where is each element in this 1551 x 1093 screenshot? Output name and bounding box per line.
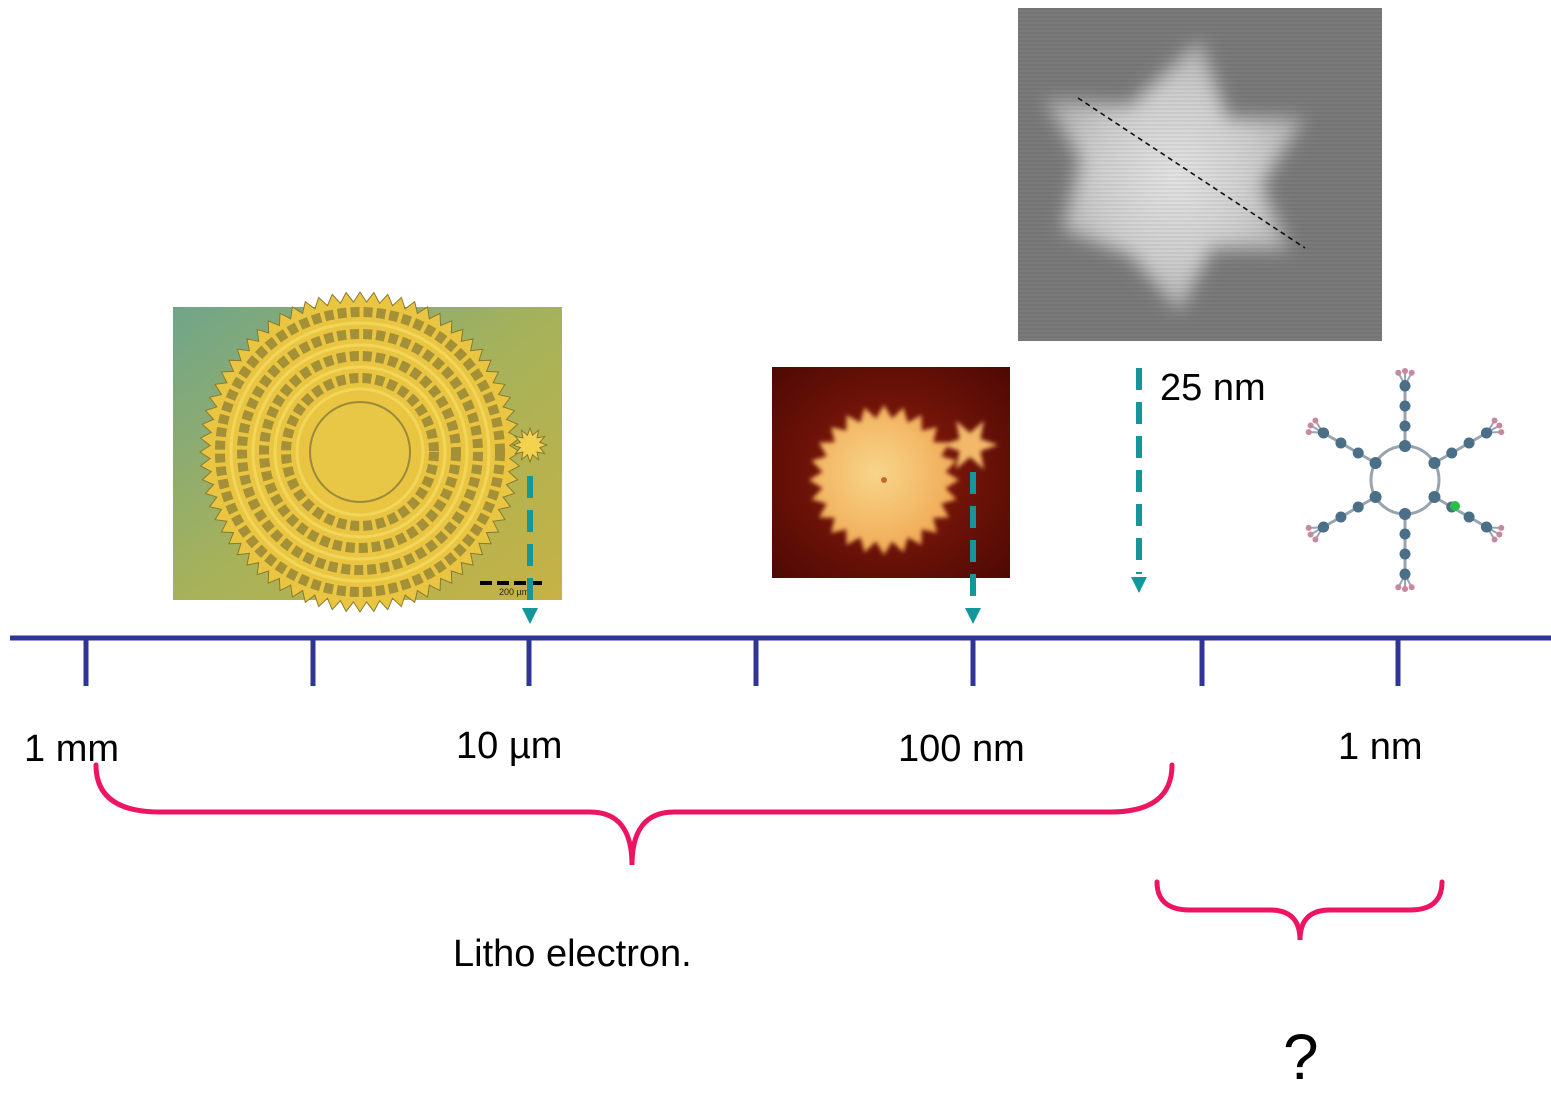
carbon-atom — [1428, 457, 1440, 469]
label-100nm: 100 nm — [898, 730, 1025, 768]
hydrogen-atom — [1312, 536, 1318, 542]
gear-hub — [310, 402, 410, 502]
molecule-ball-stick-model-image — [1306, 368, 1505, 592]
hydrogen-atom — [1395, 584, 1401, 590]
carbon-atom — [1353, 448, 1364, 459]
hydrogen-atom — [1498, 525, 1504, 531]
scale-axis — [10, 638, 1551, 686]
carbon-atom — [1318, 428, 1328, 438]
arrow-25nm — [1131, 368, 1147, 593]
carbon-atom — [1399, 508, 1411, 520]
label-25nm: 25 nm — [1160, 369, 1266, 407]
label-1mm: 1 mm — [24, 730, 119, 768]
carbon-atom — [1370, 457, 1382, 469]
svg-text:200 µm: 200 µm — [499, 587, 529, 597]
carbon-atom — [1428, 491, 1440, 503]
hydrogen-atom — [1402, 586, 1408, 592]
carbon-atom — [1353, 502, 1364, 513]
litho-range-brace — [96, 765, 1172, 865]
hydrogen-atom — [1498, 429, 1504, 435]
hydrogen-atom — [1496, 423, 1502, 429]
arm-bond — [1323, 433, 1376, 464]
hydrogen-atom — [1306, 429, 1312, 435]
unknown-range-brace — [1157, 882, 1442, 940]
arm-bond — [1323, 497, 1376, 528]
label-10um: 10 µm — [456, 727, 562, 765]
hydrogen-atom — [1312, 418, 1318, 424]
hydrogen-atom — [1409, 370, 1415, 376]
hydrogen-atom — [1306, 525, 1312, 531]
hydrogen-atom — [1496, 532, 1502, 538]
litho-electron-label: Litho electron. — [453, 935, 692, 973]
carbon-atom — [1399, 440, 1411, 452]
star-molecule-stm-image — [1018, 8, 1382, 341]
carbon-atom — [1446, 448, 1457, 459]
arm-bond — [1434, 497, 1487, 528]
hydrogen-atom — [1308, 532, 1314, 538]
carbon-atom — [1318, 523, 1328, 533]
carbon-atom — [1464, 438, 1475, 449]
carbon-atom — [1370, 491, 1382, 503]
label-1nm: 1 nm — [1338, 728, 1422, 766]
arm-bond — [1434, 433, 1487, 464]
carbon-atom — [1400, 421, 1411, 432]
core-ring — [1371, 446, 1439, 514]
carbon-atom — [1400, 549, 1411, 560]
carbon-atom — [1482, 523, 1492, 533]
carbon-atom — [1400, 570, 1410, 580]
carbon-atom — [1400, 380, 1410, 390]
hydrogen-atom — [1409, 584, 1415, 590]
carbon-atom — [1482, 428, 1492, 438]
hydrogen-atom — [1492, 536, 1498, 542]
hydrogen-atom — [1395, 370, 1401, 376]
hydrogen-atom — [1402, 368, 1408, 374]
concentric-gear-micrograph-image: 200 µm — [173, 292, 562, 612]
carbon-atom — [1464, 512, 1475, 523]
question-mark: ? — [1283, 1025, 1319, 1089]
carbon-atom — [1335, 438, 1346, 449]
hydrogen-atom — [1492, 418, 1498, 424]
chlorine-atom — [1450, 501, 1460, 511]
hydrogen-atom — [1308, 423, 1314, 429]
carbon-atom — [1335, 512, 1346, 523]
carbon-atom — [1400, 401, 1411, 412]
carbon-atom — [1400, 529, 1411, 540]
